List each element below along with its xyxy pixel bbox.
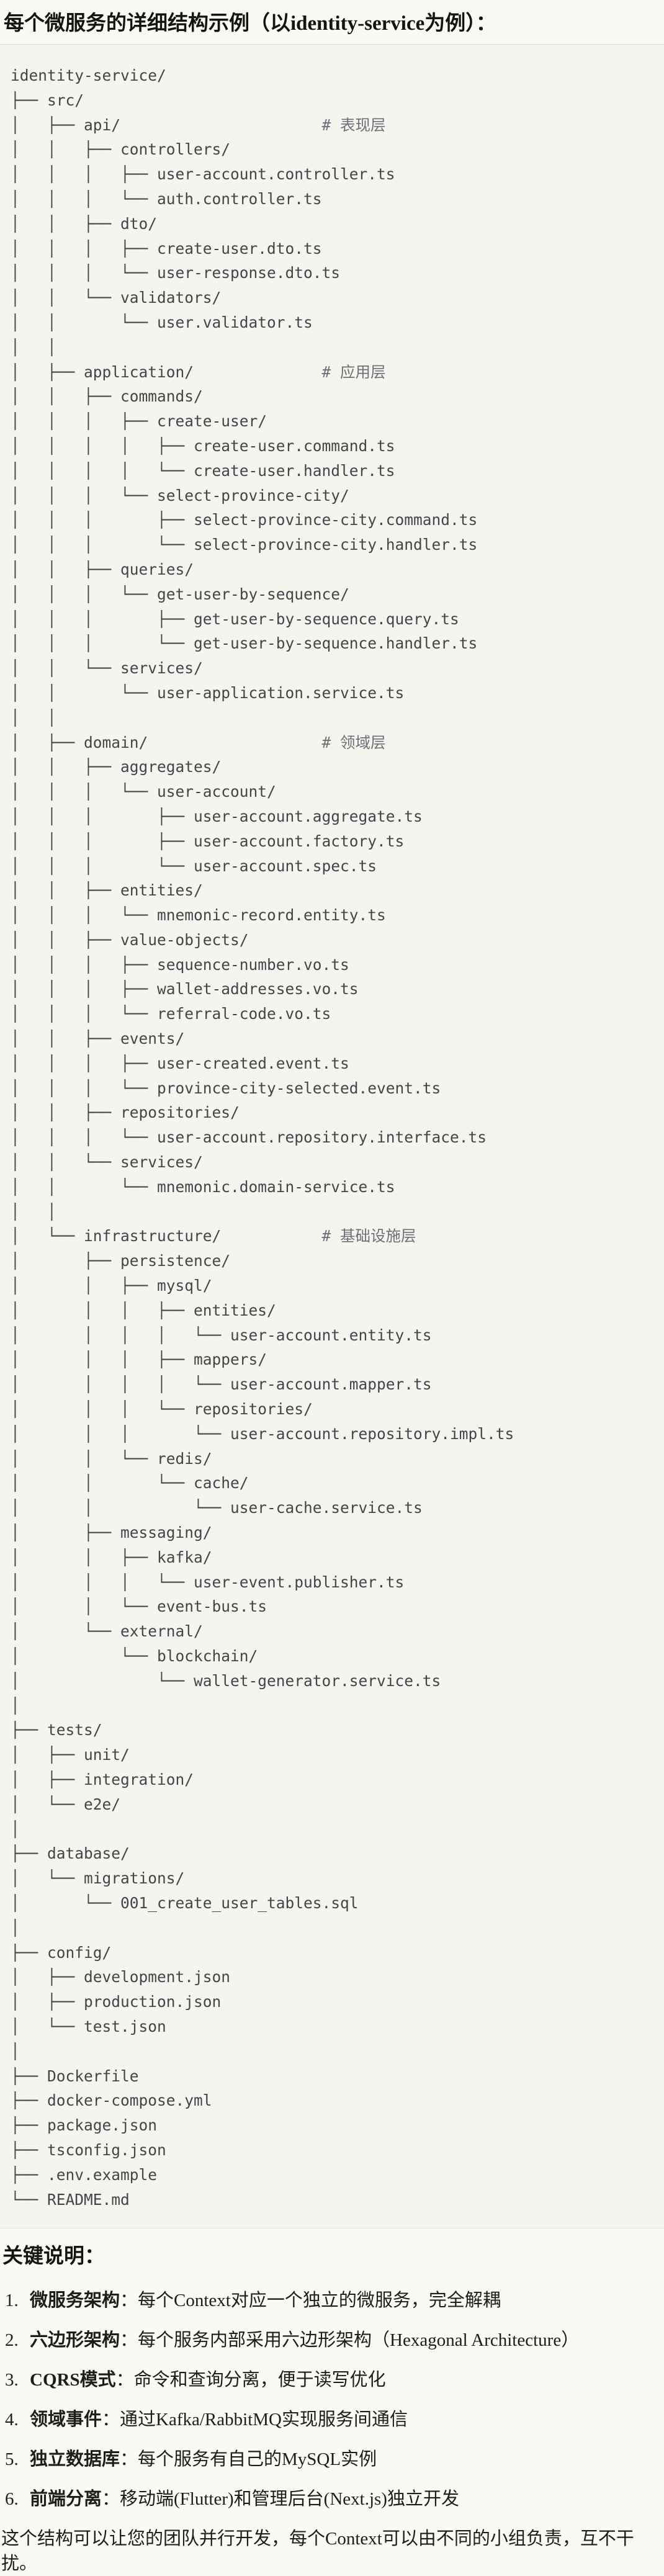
tree-comment: # 领域层 bbox=[321, 733, 386, 752]
directory-tree: identity-service/ ├── src/ │ ├── api/ # … bbox=[11, 66, 514, 2209]
note-text: ：命令和查询分离，便于读写优化 bbox=[115, 2370, 386, 2390]
note-label: 独立数据库 bbox=[30, 2449, 120, 2470]
note-text: ：每个服务有自己的MySQL实例 bbox=[120, 2449, 377, 2470]
tree-comment: # 基础设施层 bbox=[321, 1227, 416, 1245]
note-label: 领域事件 bbox=[30, 2410, 102, 2430]
note-text: ：通过Kafka/RabbitMQ实现服务间通信 bbox=[102, 2410, 408, 2430]
note-item: 6. 前端分离：移动端(Flutter)和管理后台(Next.js)独立开发 bbox=[0, 2487, 664, 2511]
code-block: identity-service/ ├── src/ │ ├── api/ # … bbox=[0, 44, 664, 2229]
page-title: 每个微服务的详细结构示例（以identity-service为例）： bbox=[4, 12, 496, 35]
note-label: 六边形架构 bbox=[30, 2330, 120, 2351]
note-number: 5. bbox=[5, 2449, 19, 2470]
closing-paragraph: 这个结构可以让您的团队并行开发，每个Context可以由不同的小组负责，互不干扰… bbox=[1, 2529, 634, 2574]
note-label: 前端分离 bbox=[30, 2489, 102, 2510]
note-label: CQRS模式 bbox=[30, 2370, 116, 2390]
note-text: ：每个服务内部采用六边形架构（Hexagonal Architecture） bbox=[120, 2330, 580, 2351]
note-item: 5. 独立数据库：每个服务有自己的MySQL实例 bbox=[0, 2447, 664, 2472]
note-number: 1. bbox=[5, 2291, 19, 2311]
tree-comment: # 应用层 bbox=[321, 362, 386, 381]
note-number: 3. bbox=[5, 2370, 19, 2390]
note-item: 4. 领域事件：通过Kafka/RabbitMQ实现服务间通信 bbox=[0, 2407, 664, 2432]
note-number: 2. bbox=[5, 2330, 19, 2351]
note-item: 1. 微服务架构：每个Context对应一个独立的微服务，完全解耦 bbox=[0, 2288, 664, 2313]
note-number: 6. bbox=[5, 2489, 19, 2510]
note-label: 微服务架构 bbox=[30, 2291, 120, 2311]
note-item: 2. 六边形架构：每个服务内部采用六边形架构（Hexagonal Architec… bbox=[0, 2328, 664, 2353]
note-item: 3. CQRS模式：命令和查询分离，便于读写优化 bbox=[0, 2367, 664, 2392]
note-text: ：移动端(Flutter)和管理后台(Next.js)独立开发 bbox=[102, 2489, 459, 2510]
tree-comment: # 表现层 bbox=[321, 115, 386, 134]
notes-heading: 关键说明： bbox=[2, 2245, 105, 2268]
note-number: 4. bbox=[5, 2410, 19, 2430]
note-text: ：每个Context对应一个独立的微服务，完全解耦 bbox=[120, 2291, 501, 2311]
